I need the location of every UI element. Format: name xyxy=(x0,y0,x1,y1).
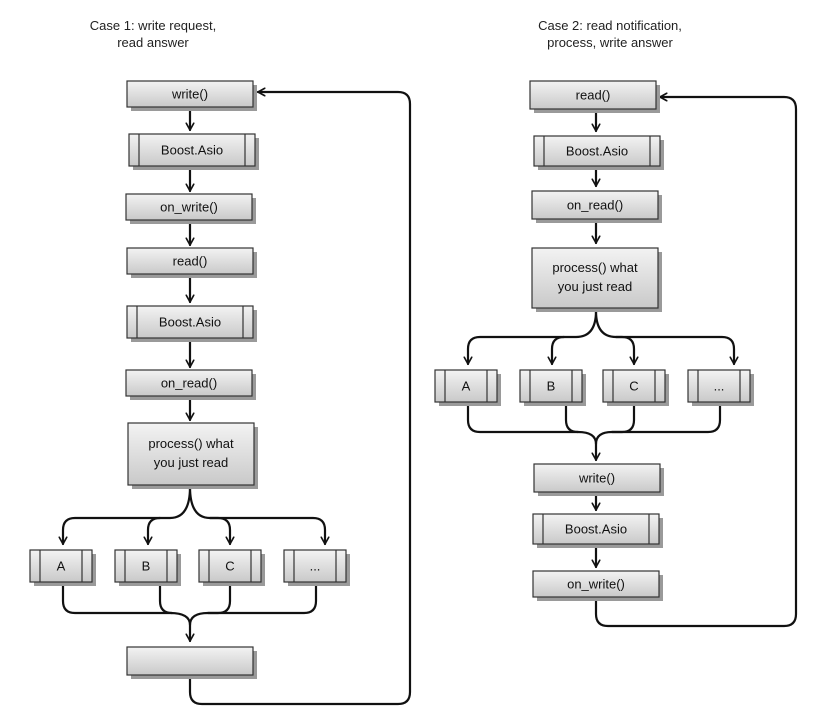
case2-node-branch-more: ... xyxy=(687,369,754,406)
case2-branch-more-label: ... xyxy=(714,379,725,394)
case2-node-branch-a: A xyxy=(434,369,501,406)
case2-boost-asio-1-label: Boost.Asio xyxy=(566,144,628,159)
case2-branch-c-label: C xyxy=(629,379,638,394)
case1-read-label: read() xyxy=(173,254,208,269)
case2-node-read: read() xyxy=(529,80,660,113)
case1-title-line2: read answer xyxy=(117,35,189,50)
case1-process-line2: you just read xyxy=(154,455,228,470)
case2-node-boost-asio-1: Boost.Asio xyxy=(533,135,664,170)
case2-node-process: process() what you just read xyxy=(531,247,662,312)
case2-on-read-label: on_read() xyxy=(567,198,623,213)
case1-node-branch-c: C xyxy=(198,549,265,586)
case1-node-branch-more: ... xyxy=(283,549,350,586)
case1-branch-a-label: A xyxy=(57,559,66,574)
case1-write-label: write() xyxy=(171,87,208,102)
case2-branch-b-label: B xyxy=(547,379,556,394)
case1-node-boost-asio-1: Boost.Asio xyxy=(128,133,259,170)
case2-boost-asio-2-label: Boost.Asio xyxy=(565,522,627,537)
case1-node-on-write: on_write() xyxy=(125,193,256,224)
case1-edges xyxy=(63,92,412,706)
case2-write-label: write() xyxy=(578,471,615,486)
case1-node-branch-b: B xyxy=(114,549,181,586)
case1-node-boost-asio-2: Boost.Asio xyxy=(126,305,257,342)
case2-node-on-write: on_write() xyxy=(532,570,663,601)
case1-process-line1: process() what xyxy=(148,436,234,451)
case2-node-branch-b: B xyxy=(519,369,586,406)
case2-title-line1: Case 2: read notification, xyxy=(538,18,682,33)
case1-node-branch-a: A xyxy=(29,549,96,586)
case1-boost-asio-1-label: Boost.Asio xyxy=(161,143,223,158)
case2-edges xyxy=(468,97,798,628)
case2-node-write: write() xyxy=(533,463,664,496)
case2-title-line2: process, write answer xyxy=(547,35,673,50)
case1-node-on-read: on_read() xyxy=(125,369,256,400)
case1-node-end xyxy=(126,646,257,679)
case2-on-write-label: on_write() xyxy=(567,577,625,592)
case1-title-line1: Case 1: write request, xyxy=(90,18,216,33)
case1-boost-asio-2-label: Boost.Asio xyxy=(159,315,221,330)
case1-branch-b-label: B xyxy=(142,559,151,574)
case2-process-line1: process() what xyxy=(552,260,638,275)
case1-branch-more-label: ... xyxy=(310,559,321,574)
case1-node-read: read() xyxy=(126,247,257,278)
case1-node-process: process() what you just read xyxy=(127,422,258,489)
case2-process-line2: you just read xyxy=(558,279,632,294)
case1-branch-c-label: C xyxy=(225,559,234,574)
case2-node-on-read: on_read() xyxy=(531,190,662,223)
case1-node-write: write() xyxy=(126,80,257,111)
case2-branch-a-label: A xyxy=(462,379,471,394)
case1-on-write-label: on_write() xyxy=(160,200,218,215)
case2-read-label: read() xyxy=(576,88,611,103)
case2-node-branch-c: C xyxy=(602,369,669,406)
case1-on-read-label: on_read() xyxy=(161,376,217,391)
case2-node-boost-asio-2: Boost.Asio xyxy=(532,513,663,548)
